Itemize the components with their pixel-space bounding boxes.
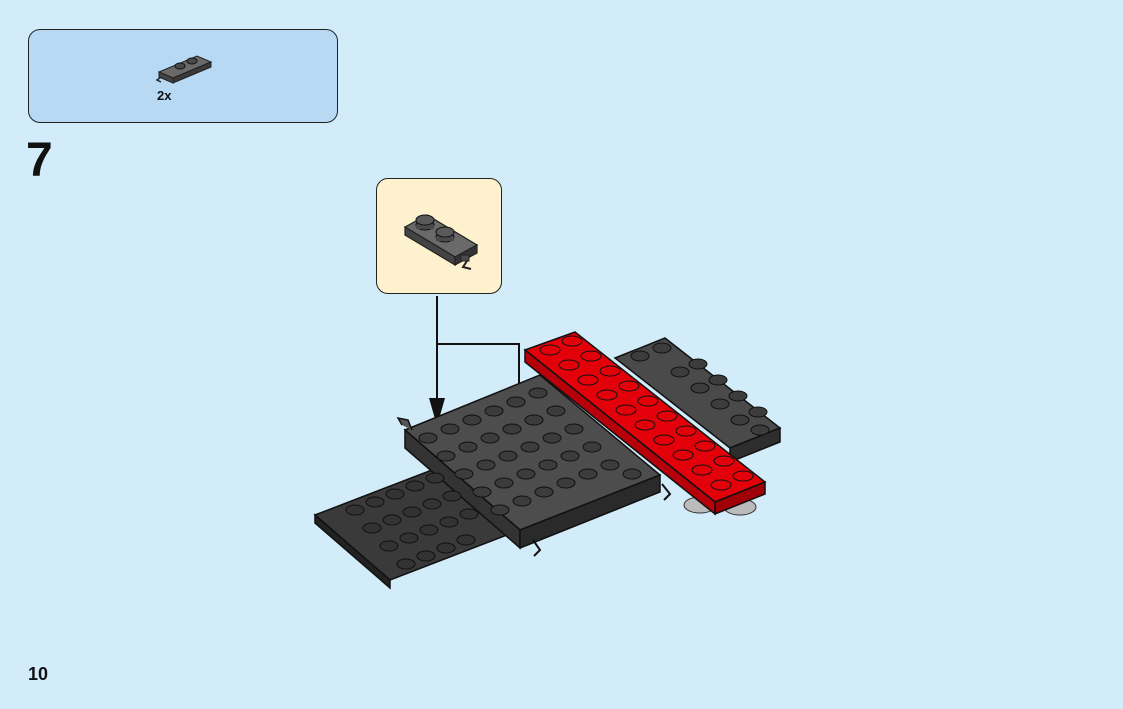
page-number: 10 [28,664,49,684]
step-number: 7 [26,134,53,187]
part-quantity: 2x [157,88,172,103]
callout-box [376,178,502,294]
parts-list-box: 2x [28,29,338,123]
plate-with-clip-icon [155,55,213,84]
plate-with-clip-icon [403,214,479,270]
